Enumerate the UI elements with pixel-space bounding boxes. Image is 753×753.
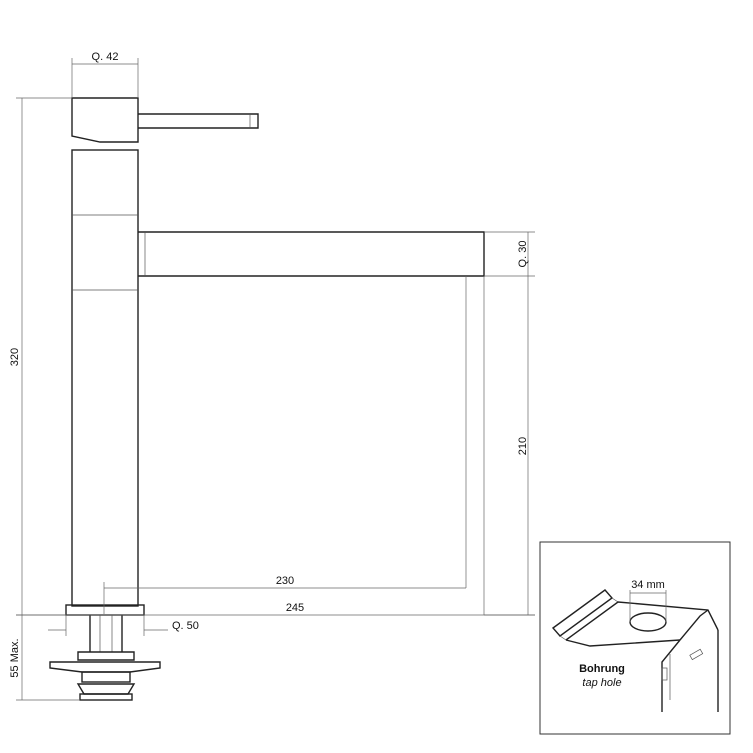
dim-max-thickness: 55 Max.: [9, 615, 80, 701]
mounting-hardware: [49, 615, 161, 701]
dim-total-height-label: 320: [9, 348, 21, 366]
dim-max-thickness-label: 55 Max.: [9, 638, 21, 677]
dim-reach-outer: 245: [16, 602, 535, 616]
inset-hole-size-label: 34 mm: [631, 579, 665, 591]
dim-base-square: Q. 50: [48, 615, 199, 636]
dim-top-square: Q. 42: [71, 51, 139, 98]
dim-reach-inner-label: 230: [276, 575, 294, 587]
dim-spout-square: Q. 30: [484, 231, 535, 277]
inset-label-en: tap hole: [582, 677, 621, 689]
dim-spout-height-label: 210: [517, 437, 529, 455]
dim-total-height: 320: [9, 97, 72, 616]
dim-top-square-label: Q. 42: [92, 51, 119, 63]
inset-label-de: Bohrung: [579, 663, 625, 675]
dim-reach-inner: 230: [103, 575, 466, 614]
dim-base-square-label: Q. 50: [172, 620, 199, 632]
inset-tap-hole: 34 mm Bohrung tap hole: [539, 541, 731, 735]
dim-reach-outer-label: 245: [286, 602, 304, 614]
dim-spout-height: 210: [465, 276, 535, 616]
dim-spout-square-label: Q. 30: [517, 241, 529, 268]
faucet-body: [65, 97, 485, 616]
